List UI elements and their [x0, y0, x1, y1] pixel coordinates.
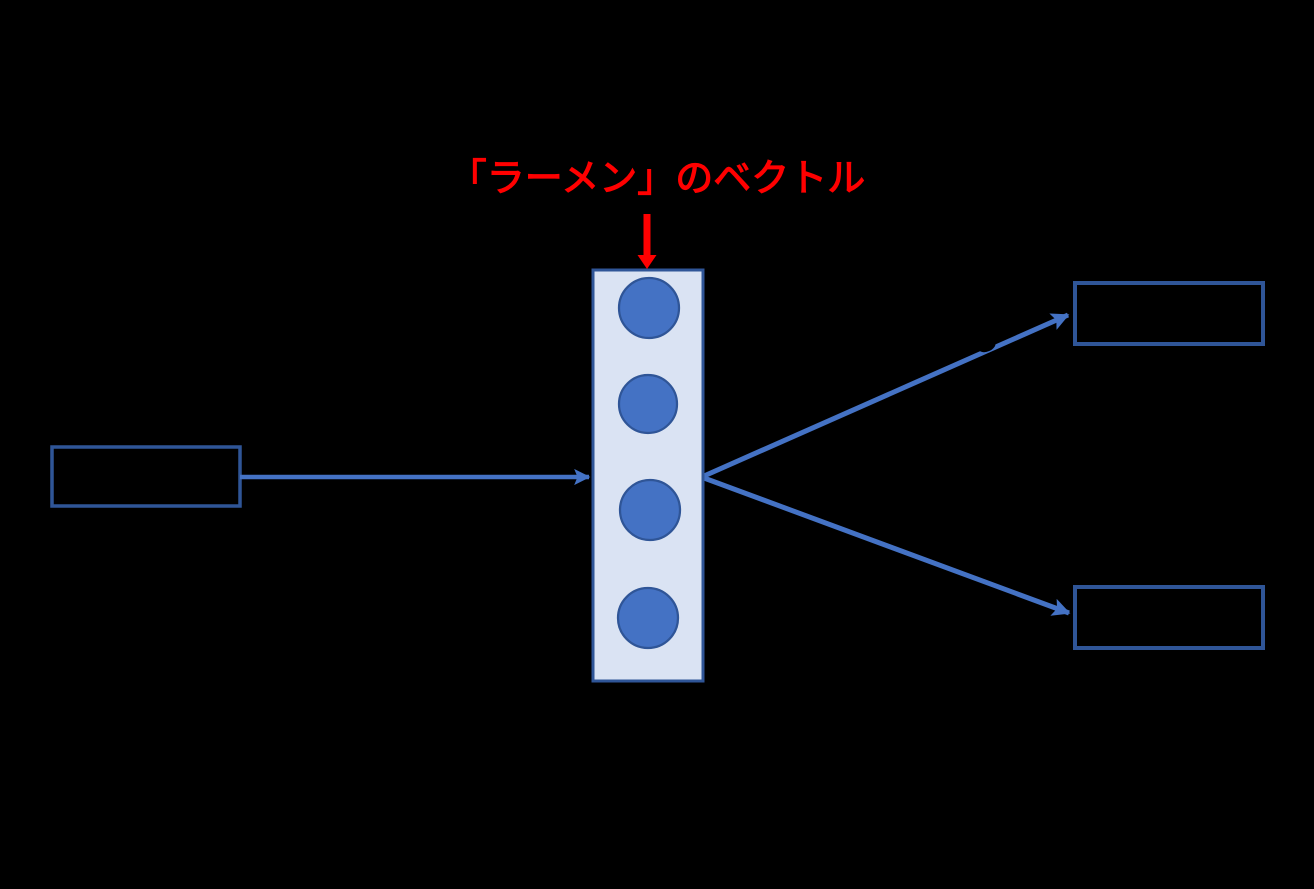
- annotation-label: 「ラーメン」のベクトル: [448, 158, 866, 200]
- input-word-box: [50, 445, 242, 508]
- vector-node-3: [618, 478, 682, 542]
- arrow-vector-to-top-output: [702, 312, 1070, 479]
- vector-node-4: [616, 586, 680, 650]
- vector-node-2: [617, 373, 679, 435]
- output-word-box-bottom: [1073, 585, 1265, 650]
- arrow-vector-to-bottom-output: [703, 475, 1071, 616]
- vector-node-1: [617, 276, 681, 340]
- arrow-overlap-mark: [978, 339, 996, 353]
- output-word-box-top: [1073, 281, 1265, 346]
- annotation-arrow-head: [637, 255, 657, 269]
